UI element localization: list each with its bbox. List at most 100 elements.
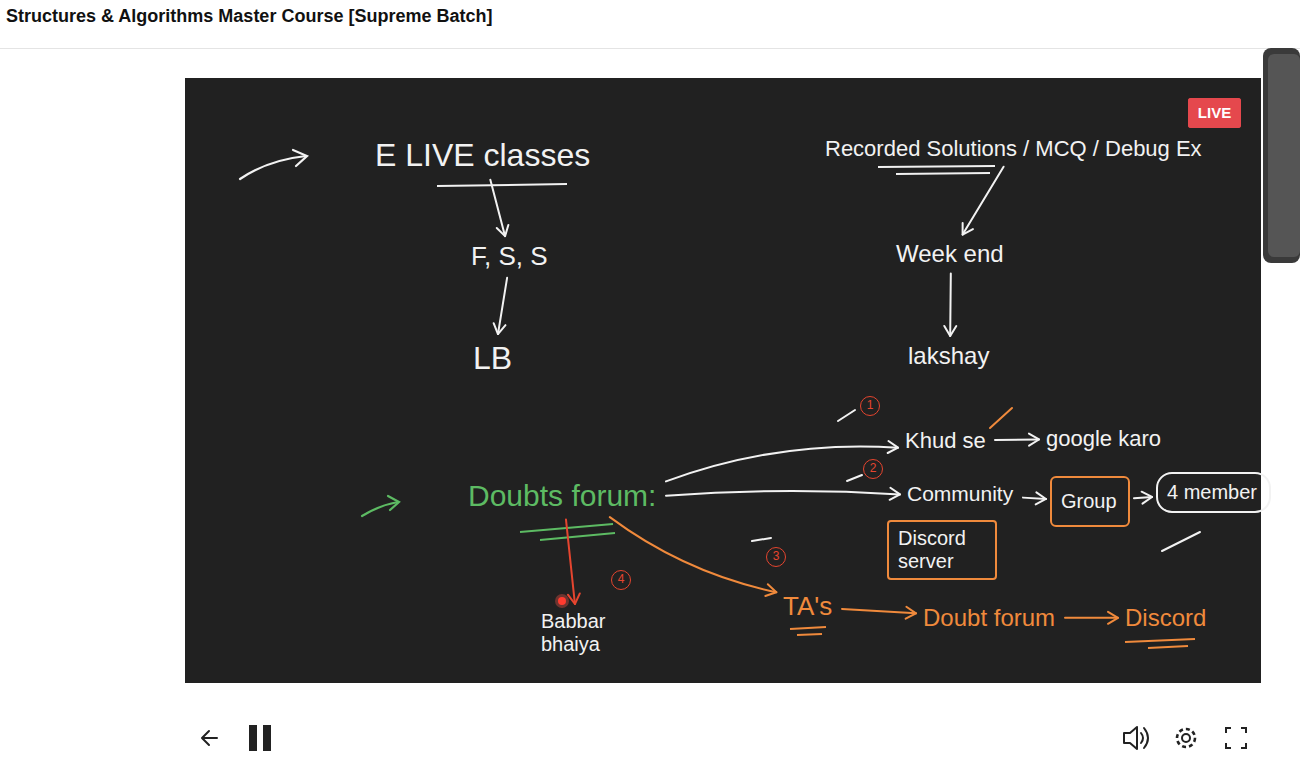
arrow-head xyxy=(906,607,916,619)
node-text: 4 member xyxy=(1167,481,1260,504)
connector-line xyxy=(610,517,777,592)
process-box: 4 member xyxy=(1156,472,1271,513)
node-text: TA's xyxy=(783,592,835,622)
callout-number: 4 xyxy=(611,570,631,590)
handwritten-text: Doubt forum xyxy=(920,602,1061,634)
handwritten-text: Community xyxy=(904,480,1019,508)
pointer-dot xyxy=(558,597,566,605)
connector-line xyxy=(995,438,1039,441)
process-box: Group xyxy=(1050,476,1130,527)
volume-icon xyxy=(1124,727,1137,749)
handwritten-text: Khud se xyxy=(902,426,991,455)
underline xyxy=(878,166,995,167)
connector-line xyxy=(963,167,1004,235)
tick-mark xyxy=(1162,532,1200,551)
settings-icon xyxy=(1177,729,1195,747)
connector xyxy=(666,488,900,500)
underline xyxy=(790,627,826,629)
connector xyxy=(842,607,916,619)
pause-icon xyxy=(263,725,271,751)
connector xyxy=(490,180,508,236)
node-text: Doubt forum xyxy=(923,604,1058,632)
side-panel xyxy=(1263,48,1300,263)
handwritten-text: Week end xyxy=(893,238,1009,270)
handwritten-text: google karo xyxy=(1043,424,1166,453)
page-header xyxy=(0,0,1300,48)
node-text: Discord server xyxy=(898,527,984,573)
arrow-head xyxy=(1036,492,1046,504)
arrow-head xyxy=(890,488,900,500)
handwritten-text: lakshay xyxy=(905,340,995,372)
connector-line xyxy=(949,274,952,336)
strike-mark xyxy=(540,533,615,540)
connector-line xyxy=(1065,617,1118,619)
video-board xyxy=(185,78,1261,683)
handwritten-heading: Doubts forum: xyxy=(465,477,662,516)
node-text: Group xyxy=(1061,490,1119,513)
connector-line xyxy=(666,446,898,481)
connector xyxy=(995,434,1039,446)
arrow-head xyxy=(388,496,399,510)
side-panel-inner xyxy=(1268,54,1300,257)
handwritten-text: TA's xyxy=(780,590,838,624)
back-icon xyxy=(202,731,217,745)
live-badge xyxy=(1188,98,1241,128)
node-text: google karo xyxy=(1046,426,1163,451)
connector xyxy=(1134,492,1152,504)
handwritten-text: F, S, S xyxy=(468,240,553,274)
underline xyxy=(797,634,822,635)
connector-line xyxy=(842,609,916,613)
node-text: E LIVE classes xyxy=(375,137,593,174)
node-text: Discord xyxy=(1125,604,1209,632)
arrow-head xyxy=(1029,434,1039,446)
arrow-head xyxy=(1142,492,1152,504)
node-text: F, S, S xyxy=(471,242,550,272)
handwritten-text: LB xyxy=(470,338,518,379)
arrow-head xyxy=(963,223,973,235)
node-text: LB xyxy=(473,340,515,377)
connector-line xyxy=(666,491,900,496)
underline xyxy=(896,173,990,174)
stroke-mark xyxy=(838,410,855,421)
node-text: Babbar bhaiya xyxy=(541,610,613,656)
handwritten-text: Discord xyxy=(1122,602,1212,634)
stroke-mark xyxy=(847,475,862,481)
tick-mark xyxy=(990,408,1012,428)
node-text: Khud se xyxy=(905,428,988,453)
handwritten-text: Babbar bhaiya xyxy=(538,608,618,658)
callout-number: 2 xyxy=(863,459,883,479)
live-badge-text: LIVE xyxy=(1188,98,1241,128)
node-text: Doubts forum: xyxy=(468,479,659,514)
connector xyxy=(494,278,507,334)
underline xyxy=(1148,646,1188,648)
connector xyxy=(1065,612,1118,624)
stroke-mark xyxy=(752,538,771,541)
pause-icon xyxy=(249,725,257,751)
connector xyxy=(610,517,777,596)
node-text: Week end xyxy=(896,240,1006,268)
arrow-head xyxy=(888,441,898,453)
page-title: Structures & Algorithms Master Course [S… xyxy=(6,6,492,27)
connector xyxy=(963,167,1004,235)
node-text: Recorded Solutions / MCQ / Debug Ex xyxy=(825,136,1204,161)
settings-icon xyxy=(1182,734,1190,742)
pointer-arrow xyxy=(240,156,306,179)
node-text: Community xyxy=(907,482,1016,506)
arrow-head xyxy=(765,584,776,596)
handwritten-heading: Recorded Solutions / MCQ / Debug Ex xyxy=(822,134,1207,163)
arrow-head xyxy=(568,593,580,604)
volume-waves xyxy=(1141,728,1148,748)
arrow-head xyxy=(494,323,506,334)
underline xyxy=(437,184,567,186)
connector xyxy=(666,441,898,481)
arrow-head xyxy=(944,326,956,336)
connector-line xyxy=(1023,498,1046,499)
connector xyxy=(944,274,956,336)
arrow-head xyxy=(293,150,307,166)
callout-number: 1 xyxy=(860,396,880,416)
connector xyxy=(566,519,580,604)
header-rule xyxy=(0,48,1300,49)
